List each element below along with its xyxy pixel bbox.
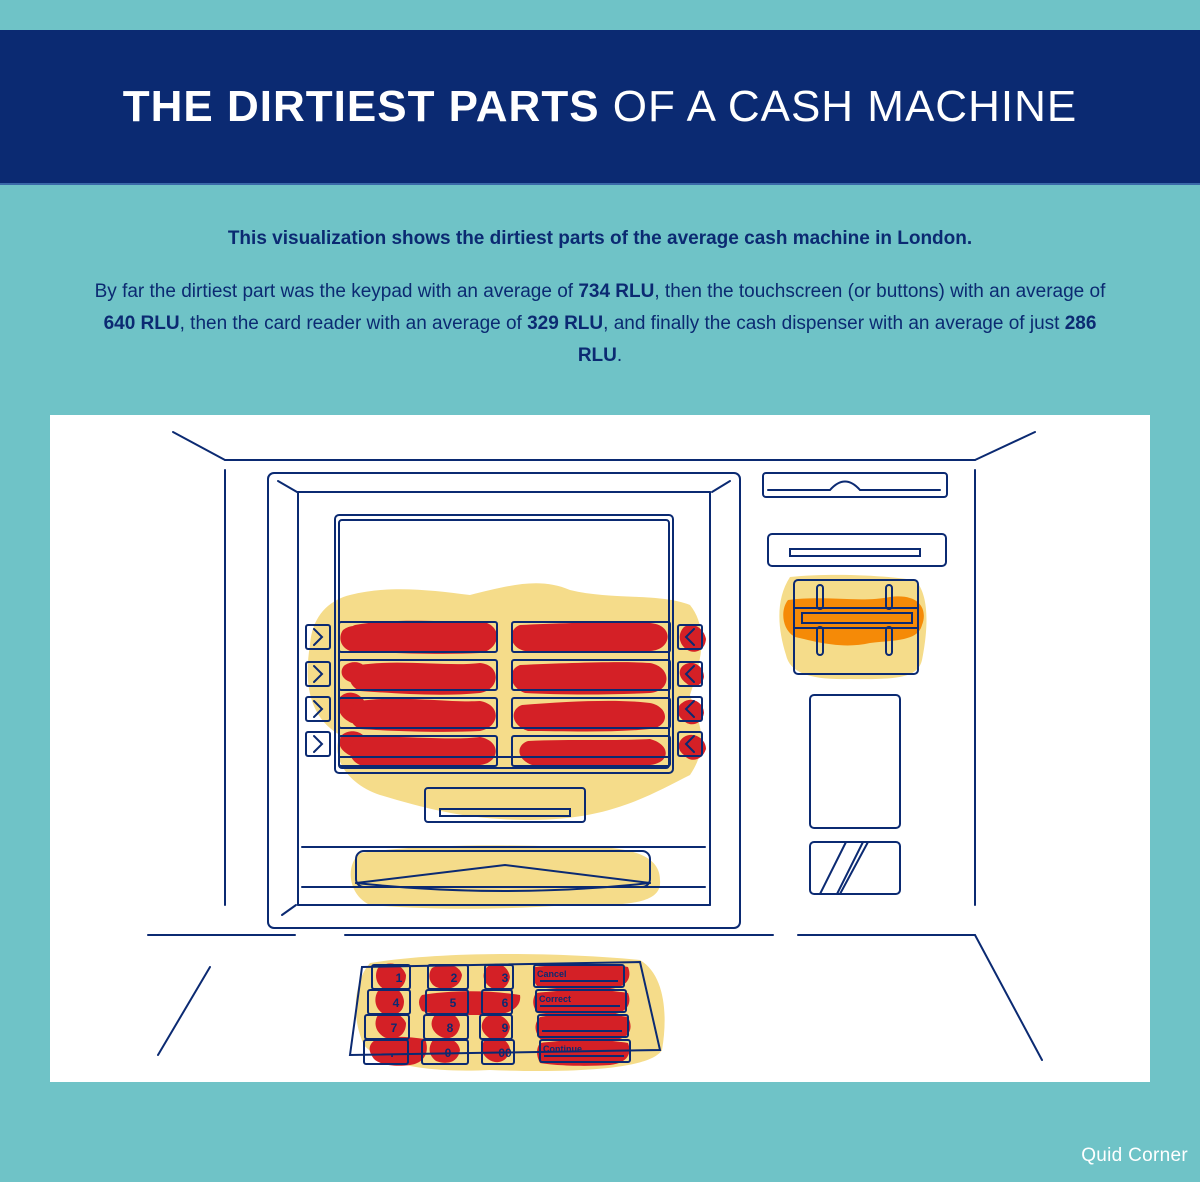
card-reader-heat-warm bbox=[783, 596, 924, 646]
keypad: 1 2 3 4 5 6 7 8 9 . 0 00 Cancel Correct … bbox=[363, 964, 631, 1065]
keypad-value: 734 RLU bbox=[578, 281, 655, 302]
key-4: 4 bbox=[393, 996, 400, 1010]
key-correct: Correct bbox=[539, 994, 571, 1004]
dispenser-heat-mild bbox=[350, 845, 661, 909]
key-5: 5 bbox=[450, 996, 457, 1010]
key-continue: Continue bbox=[543, 1044, 582, 1054]
keypad-heat-hot bbox=[369, 963, 631, 1066]
atm-outline bbox=[147, 431, 1043, 1061]
key-3: 3 bbox=[502, 971, 509, 985]
cash-dispenser-value: 286 RLU bbox=[577, 313, 1097, 366]
brand-logo: Quid Corner bbox=[1081, 1145, 1188, 1166]
key-2: 2 bbox=[451, 971, 458, 985]
atm-illustration-panel: 1 2 3 4 5 6 7 8 9 . 0 00 Cancel Correct … bbox=[50, 415, 1150, 1082]
key-9: 9 bbox=[502, 1021, 509, 1035]
key-0: 0 bbox=[445, 1046, 452, 1060]
title-light: OF A CASH MACHINE bbox=[612, 81, 1078, 131]
screen-heat-hot bbox=[338, 620, 706, 768]
card-reader-value: 329 RLU bbox=[527, 313, 604, 334]
desc-part-1: By far the dirtiest part was the keypad … bbox=[94, 281, 579, 302]
intro-text: This visualization shows the dirtiest pa… bbox=[227, 228, 973, 249]
desc-part-3: , then the card reader with an average o… bbox=[179, 313, 528, 334]
title-bold: THE DIRTIEST PARTS bbox=[122, 81, 600, 131]
page-title: THE DIRTIEST PARTS OF A CASH MACHINE bbox=[123, 82, 1077, 132]
key-00: 00 bbox=[498, 1046, 512, 1060]
desc-part-4: , and finally the cash dispenser with an… bbox=[603, 313, 1065, 334]
heat-layer bbox=[307, 574, 927, 1071]
description-text: By far the dirtiest part was the keypad … bbox=[80, 276, 1120, 372]
desc-part-5: . bbox=[616, 345, 623, 366]
key-8: 8 bbox=[447, 1021, 454, 1035]
atm-illustration: 1 2 3 4 5 6 7 8 9 . 0 00 Cancel Correct … bbox=[147, 431, 1043, 1071]
key-cancel: Cancel bbox=[537, 969, 567, 979]
key-1: 1 bbox=[396, 971, 403, 985]
key-dot: . bbox=[390, 1046, 393, 1060]
desc-part-2: , then the touchscreen (or buttons) with… bbox=[654, 281, 1106, 302]
key-6: 6 bbox=[502, 996, 509, 1010]
touchscreen-value: 640 RLU bbox=[103, 313, 180, 334]
title-banner: THE DIRTIEST PARTS OF A CASH MACHINE bbox=[0, 30, 1200, 185]
key-7: 7 bbox=[391, 1021, 398, 1035]
